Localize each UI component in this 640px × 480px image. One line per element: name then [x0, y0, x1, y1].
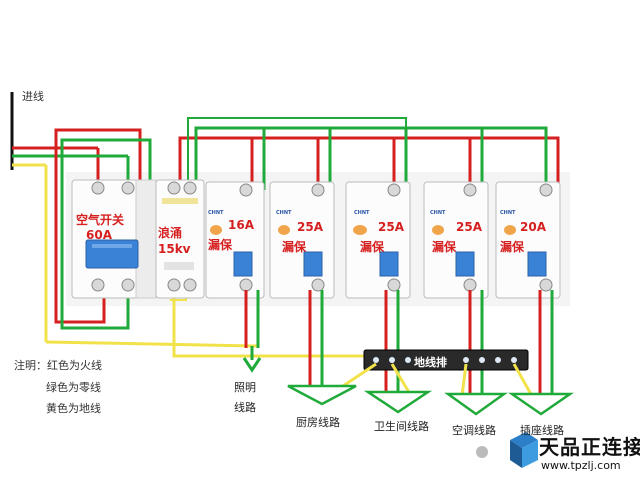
circuit-aircon: 空调线路 [452, 424, 496, 437]
watermark-name: 天品正连接 [539, 435, 640, 459]
surge-rating: 15kv [158, 242, 191, 256]
rcbo-16a-handle [233, 251, 253, 277]
rcbo-25a-c: CHNT [423, 181, 489, 299]
inlet-label: 进线 [22, 90, 44, 103]
rcbo-5-rating: 20A [520, 220, 546, 234]
legend-earth: 黄色为地线 [46, 402, 101, 415]
watermark-logo-icon [476, 432, 538, 468]
rcbo-25a-b-handle [379, 251, 399, 277]
air-switch-output-loop [54, 128, 152, 330]
rcbo-20a: CHNT [495, 181, 561, 299]
svg-text:CHNT: CHNT [430, 210, 446, 216]
surge-protector [155, 179, 205, 299]
air-switch-rating: 60A [86, 228, 112, 242]
surge-ground-wire [172, 284, 364, 358]
air-switch-name: 空气开关 [76, 213, 125, 227]
rcbo-3-rating: 25A [378, 220, 404, 234]
legend-live: 注明：红色为火线 [14, 359, 102, 372]
rcbo-25a-a: CHNT [269, 181, 335, 299]
circuit-sockets: 插座线路 [520, 424, 564, 437]
air-switch-60a [71, 179, 157, 299]
circuit-kitchen: 厨房线路 [296, 416, 340, 429]
rcbo-20a-handle [527, 251, 547, 277]
earth-drops [339, 362, 534, 397]
top-busses [178, 117, 560, 190]
rcbo-4-type: 漏保 [432, 240, 457, 254]
rcbo-16a: CHNT [205, 181, 265, 299]
rcbo-25a-a-handle [303, 251, 323, 277]
svg-text:CHNT: CHNT [500, 210, 516, 216]
circuit-arrows [287, 384, 575, 416]
rcbo-3-type: 漏保 [360, 240, 385, 254]
svg-text:CHNT: CHNT [208, 210, 224, 216]
rcbo-2-type: 漏保 [282, 240, 307, 254]
circuit-lighting-line1: 照明 [234, 381, 256, 394]
rcbo-4-rating: 25A [456, 220, 482, 234]
rcbo-25a-c-handle [455, 251, 475, 277]
rcbo-2-rating: 25A [297, 220, 323, 234]
rcbo-5-type: 漏保 [500, 240, 525, 254]
rcbo-1-type: 漏保 [208, 238, 233, 252]
ground-busbar [363, 349, 529, 371]
circuit-bathroom: 卫生间线路 [374, 420, 429, 433]
circuit-lighting-line2: 线路 [234, 401, 256, 414]
svg-text:CHNT: CHNT [354, 210, 370, 216]
surge-name: 浪涌 [158, 226, 183, 240]
svg-text:CHNT: CHNT [276, 210, 292, 216]
busbar-label: 地线排 [414, 356, 447, 369]
watermark-url: www.tpzlj.com [541, 459, 621, 472]
rcbo-25a-b: CHNT [345, 181, 411, 299]
legend-neutral: 绿色为零线 [46, 381, 101, 394]
rcbo-1-rating: 16A [228, 218, 254, 232]
